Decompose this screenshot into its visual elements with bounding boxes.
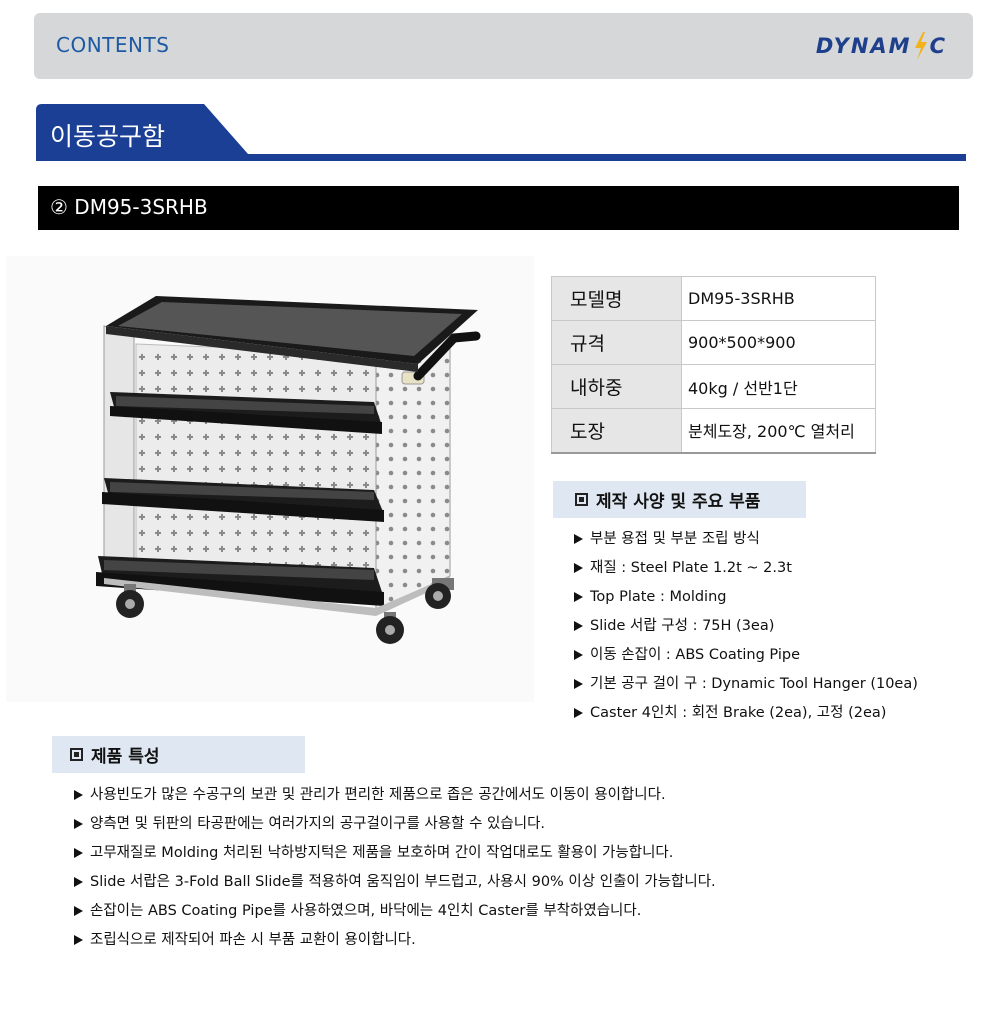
section-tab: 이동공구함 bbox=[36, 104, 966, 162]
list-item: 양측면 및 뒤판의 타공판에는 여러가지의 공구걸이구를 사용할 수 있습니다. bbox=[72, 813, 716, 842]
header-bar: CONTENTS DYNAM C bbox=[34, 13, 973, 79]
header-title: CONTENTS bbox=[56, 33, 170, 57]
spec-value: 900*500*900 bbox=[681, 320, 876, 365]
table-row: 모델명 DM95-3SRHB bbox=[551, 276, 876, 321]
spec-heading-text: 제작 사양 및 주요 부품 bbox=[596, 492, 761, 512]
feature-list: 사용빈도가 많은 수공구의 보관 및 관리가 편리한 제품으로 좁은 공간에서도… bbox=[72, 784, 716, 958]
drawer-3 bbox=[96, 556, 384, 606]
spec-key: 규격 bbox=[551, 320, 682, 365]
spec-value: 분체도장, 200℃ 열처리 bbox=[681, 408, 876, 454]
spec-list: 부분 용접 및 부분 조립 방식 재질 : Steel Plate 1.2t ~… bbox=[572, 528, 918, 731]
square-bullet-icon bbox=[575, 493, 588, 506]
logo-text-left: DYNAM bbox=[815, 34, 912, 58]
model-title: ② DM95-3SRHB bbox=[50, 195, 208, 219]
feature-heading-text: 제품 특성 bbox=[91, 747, 160, 767]
list-item: Top Plate : Molding bbox=[572, 586, 918, 615]
list-item: 재질 : Steel Plate 1.2t ~ 2.3t bbox=[572, 557, 918, 586]
spec-key: 모델명 bbox=[551, 276, 682, 321]
logo-text-right: C bbox=[929, 34, 947, 58]
list-item: 부분 용접 및 부분 조립 방식 bbox=[572, 528, 918, 557]
table-row: 내하중 40kg / 선반1단 bbox=[551, 364, 876, 409]
list-item: 고무재질로 Molding 처리된 낙하방지턱은 제품을 보호하며 간이 작업대… bbox=[72, 842, 716, 871]
list-item: 이동 손잡이 : ABS Coating Pipe bbox=[572, 644, 918, 673]
drawer-1 bbox=[110, 392, 382, 434]
brand-logo: DYNAM C bbox=[816, 31, 947, 61]
list-item: 조립식으로 제작되어 파손 시 부품 교환이 용이합니다. bbox=[72, 929, 716, 958]
list-item: 기본 공구 걸이 구 : Dynamic Tool Hanger (10ea) bbox=[572, 673, 918, 702]
list-item: Slide 서랍은 3-Fold Ball Slide를 적용하여 움직임이 부… bbox=[72, 871, 716, 900]
spec-key: 도장 bbox=[551, 408, 682, 454]
square-bullet-icon bbox=[70, 748, 83, 761]
list-item: 손잡이는 ABS Coating Pipe를 사용하였으며, 바닥에는 4인치 … bbox=[72, 900, 716, 929]
lightning-bolt-icon bbox=[914, 32, 927, 60]
spec-value: 40kg / 선반1단 bbox=[681, 364, 876, 409]
table-row: 도장 분체도장, 200℃ 열처리 bbox=[551, 408, 876, 454]
spec-table: 모델명 DM95-3SRHB 규격 900*500*900 내하중 40kg /… bbox=[551, 276, 876, 454]
product-image bbox=[6, 256, 534, 702]
drawer-2 bbox=[102, 478, 384, 522]
feature-heading: 제품 특성 bbox=[52, 736, 305, 773]
spec-heading: 제작 사양 및 주요 부품 bbox=[553, 481, 806, 518]
spec-value: DM95-3SRHB bbox=[681, 276, 876, 321]
spec-key: 내하중 bbox=[551, 364, 682, 409]
list-item: Caster 4인치 : 회전 Brake (2ea), 고정 (2ea) bbox=[572, 702, 918, 731]
section-title: 이동공구함 bbox=[50, 122, 166, 151]
table-row: 규격 900*500*900 bbox=[551, 320, 876, 365]
model-title-bar: ② DM95-3SRHB bbox=[38, 186, 959, 230]
list-item: Slide 서랍 구성 : 75H (3ea) bbox=[572, 615, 918, 644]
tool-cart-illustration bbox=[96, 296, 481, 644]
list-item: 사용빈도가 많은 수공구의 보관 및 관리가 편리한 제품으로 좁은 공간에서도… bbox=[72, 784, 716, 813]
